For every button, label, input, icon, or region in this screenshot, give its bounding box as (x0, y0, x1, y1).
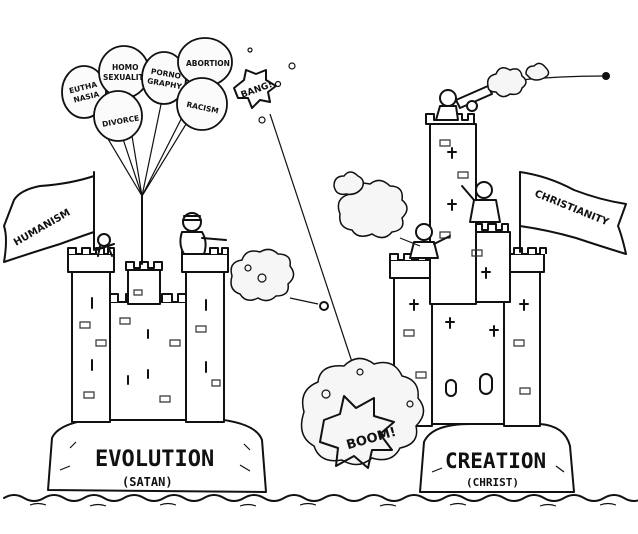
left-castle-title: EVOLUTION (95, 447, 214, 472)
left-flag: HUMANISM (3, 171, 95, 263)
boom-explosion (300, 357, 425, 469)
balloon-racism: RACISM (176, 77, 228, 131)
left-castle (67, 247, 229, 423)
bang-burst (233, 69, 277, 109)
balloon-strings (91, 73, 205, 265)
left-castle-cannoneer (179, 212, 227, 255)
balloon-divorce: DIVORCE (93, 90, 143, 142)
balloon-abortion-label: ABORTION (186, 59, 230, 68)
right-castle-title: CREATION (445, 449, 546, 473)
center-smoke-cloud (333, 171, 421, 247)
balloon-homosexuality-label-2: SEXUALITY (103, 73, 150, 82)
left-shot-trail (289, 297, 319, 305)
bang-shot-trajectory (269, 113, 355, 369)
water-waves (3, 494, 638, 507)
left-castle-subtitle: (SATAN) (122, 475, 173, 489)
right-flag: CHRISTIANITY (519, 171, 627, 255)
left-cannon-smoke (230, 248, 295, 302)
left-cannonball (319, 301, 329, 311)
top-cannon-smoke (486, 62, 550, 98)
bang-debris (247, 47, 296, 124)
right-castle-subtitle: (CHRIST) (466, 476, 519, 489)
top-shot-trajectory (519, 75, 605, 81)
balloon-euthanasia: EUTHA NASIA (61, 65, 107, 119)
right-castle (389, 113, 547, 427)
right-castle-lower-figure (409, 223, 451, 259)
balloon-homosexuality-label-1: HOMO (112, 63, 139, 72)
left-castle-small-figure (95, 233, 115, 257)
right-castle-preacher (461, 181, 501, 223)
right-castle-cannon-top (435, 85, 493, 121)
top-cannonball (602, 72, 610, 80)
